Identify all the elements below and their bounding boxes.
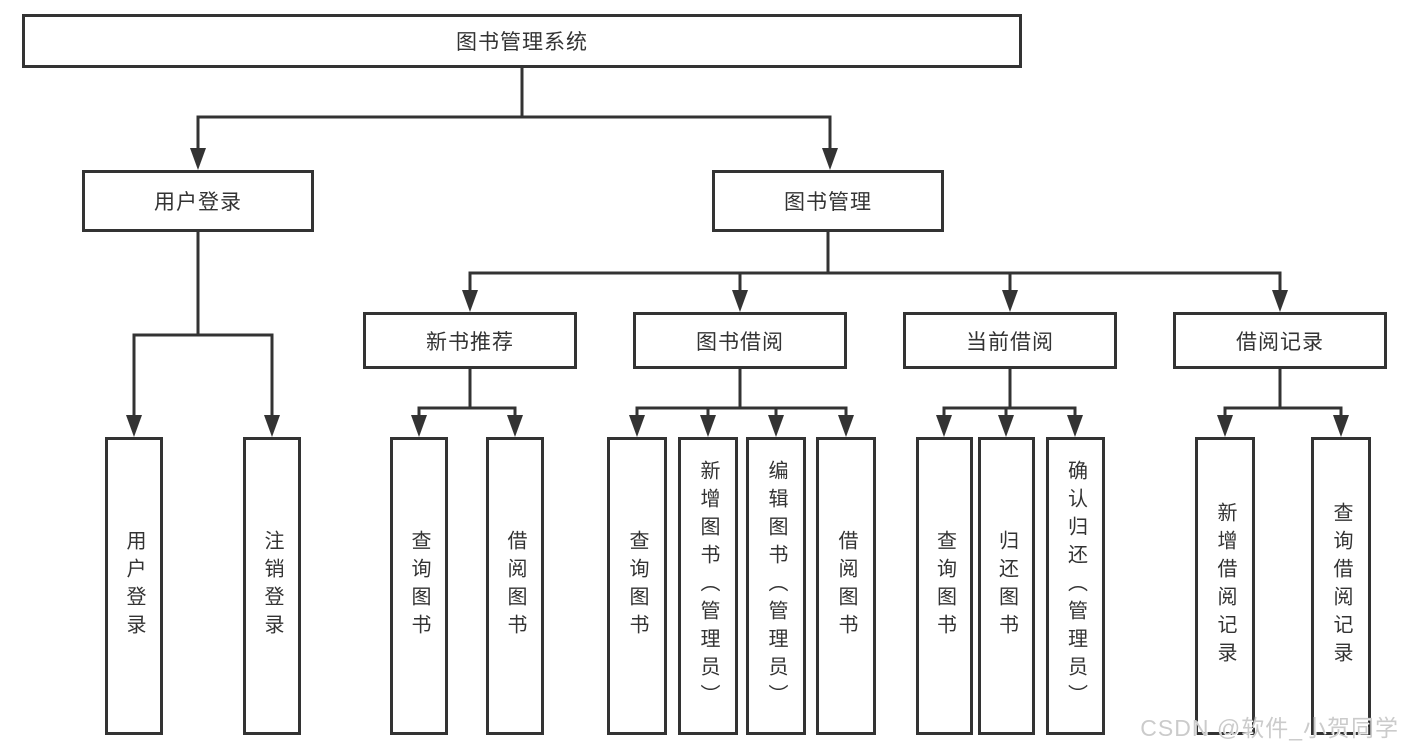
leaf-logout: 注销登录	[243, 437, 301, 735]
node-label: 归还图书	[995, 530, 1018, 642]
leaf-add-books-admin: 新增图书（管理员）	[678, 437, 738, 735]
leaf-edit-books-admin: 编辑图书（管理员）	[746, 437, 806, 735]
arrowhead-down-icon	[1217, 415, 1233, 437]
csdn-watermark: CSDN @软件_小贺同学	[1140, 715, 1399, 741]
node-label: 借阅图书	[835, 530, 857, 642]
leaf-add-borrow-record: 新增借阅记录	[1195, 437, 1255, 735]
node-label: 确认归还（管理员）	[1064, 460, 1087, 712]
arrowhead-down-icon	[700, 415, 716, 437]
node-label: 编辑图书（管理员）	[765, 460, 787, 712]
arrowhead-down-icon	[768, 415, 784, 437]
arrowhead-down-icon	[1272, 290, 1288, 312]
node-book-management: 图书管理	[712, 170, 944, 232]
leaf-query-books-1: 查询图书	[390, 437, 448, 735]
node-book-borrowing: 图书借阅	[633, 312, 847, 369]
leaf-user-login: 用户登录	[105, 437, 163, 735]
arrowhead-down-icon	[264, 415, 280, 437]
node-current-borrowing: 当前借阅	[903, 312, 1117, 369]
arrowhead-down-icon	[462, 290, 478, 312]
node-borrowing-records: 借阅记录	[1173, 312, 1387, 369]
arrowhead-down-icon	[732, 290, 748, 312]
node-label: 图书管理	[784, 191, 872, 214]
node-label: 新增图书（管理员）	[697, 460, 719, 712]
leaf-borrow-books-2: 借阅图书	[816, 437, 876, 735]
node-label: 图书借阅	[696, 330, 784, 354]
node-label: 借阅记录	[1236, 330, 1324, 354]
node-label: 图书管理系统	[456, 31, 588, 54]
arrowhead-down-icon	[507, 415, 523, 437]
leaf-borrow-books-1: 借阅图书	[486, 437, 544, 735]
arrowhead-down-icon	[838, 415, 854, 437]
leaf-query-books-2: 查询图书	[607, 437, 667, 735]
arrowhead-down-icon	[190, 148, 206, 170]
arrowhead-down-icon	[1333, 415, 1349, 437]
arrowhead-down-icon	[822, 148, 838, 170]
node-user-login: 用户登录	[82, 170, 314, 232]
leaf-query-borrow-record: 查询借阅记录	[1311, 437, 1371, 735]
node-label: 查询图书	[933, 530, 956, 642]
leaf-query-books-3: 查询图书	[916, 437, 973, 735]
node-label: 当前借阅	[966, 330, 1054, 354]
node-label: 用户登录	[154, 191, 242, 214]
node-label: 注销登录	[261, 530, 283, 642]
node-root-book-management-system: 图书管理系统	[22, 14, 1022, 68]
node-label: 新增借阅记录	[1214, 502, 1236, 670]
node-label: 查询图书	[408, 530, 430, 642]
arrowhead-down-icon	[1002, 290, 1018, 312]
arrowhead-down-icon	[998, 415, 1014, 437]
arrowhead-down-icon	[629, 415, 645, 437]
arrowhead-down-icon	[1067, 415, 1083, 437]
arrowhead-down-icon	[126, 415, 142, 437]
node-new-book-recommendation: 新书推荐	[363, 312, 577, 369]
node-label: 用户登录	[123, 530, 145, 642]
arrowhead-down-icon	[936, 415, 952, 437]
node-label: 借阅图书	[504, 530, 526, 642]
node-label: 查询图书	[626, 530, 648, 642]
leaf-return-books: 归还图书	[978, 437, 1035, 735]
arrowhead-down-icon	[411, 415, 427, 437]
node-label: 新书推荐	[426, 330, 514, 354]
leaf-confirm-return-admin: 确认归还（管理员）	[1046, 437, 1105, 735]
node-label: 查询借阅记录	[1330, 502, 1352, 670]
